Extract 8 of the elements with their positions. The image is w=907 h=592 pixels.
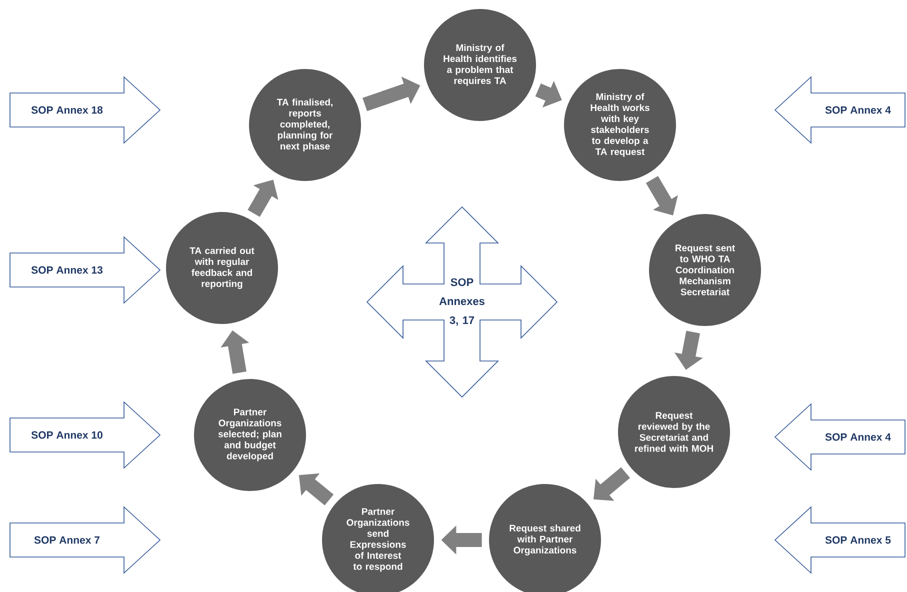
pointer-callout: SOP Annex 4 bbox=[774, 76, 906, 144]
pointer-callout: SOP Annex 4 bbox=[774, 403, 906, 471]
arrow bbox=[594, 467, 630, 501]
pointer-callout: SOP Annex 7 bbox=[10, 506, 161, 574]
pointer-callout: SOP Annex 13 bbox=[10, 236, 161, 304]
pointer-callout: SOP Annex 10 bbox=[10, 401, 161, 469]
pointer-callout: SOP Annex 18 bbox=[10, 76, 161, 144]
pointer-callout: SOP Annex 5 bbox=[774, 506, 906, 574]
